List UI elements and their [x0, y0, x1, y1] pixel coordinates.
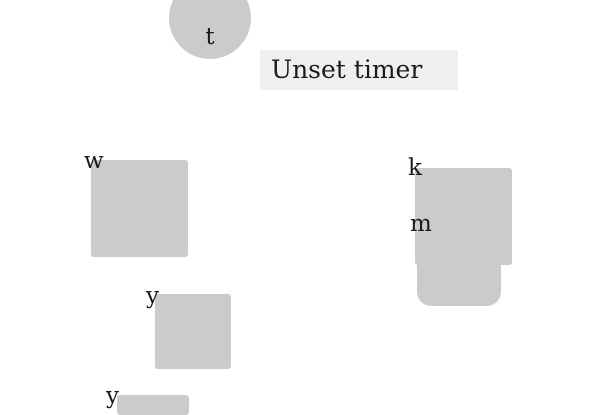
- box-y[interactable]: [155, 294, 231, 369]
- box-y-label: y: [146, 283, 159, 309]
- box-y-lower-label: y: [106, 383, 119, 409]
- box-y-lower[interactable]: [117, 395, 189, 415]
- box-m-label: m: [410, 211, 432, 237]
- unset-timer-button[interactable]: Unset timer: [260, 50, 458, 90]
- box-w-label: w: [84, 148, 104, 174]
- timer-circle-label: t: [205, 23, 215, 50]
- box-w[interactable]: [91, 160, 188, 257]
- timer-circle[interactable]: t: [169, 0, 251, 59]
- box-k[interactable]: [415, 168, 512, 265]
- box-k-label: k: [408, 155, 422, 181]
